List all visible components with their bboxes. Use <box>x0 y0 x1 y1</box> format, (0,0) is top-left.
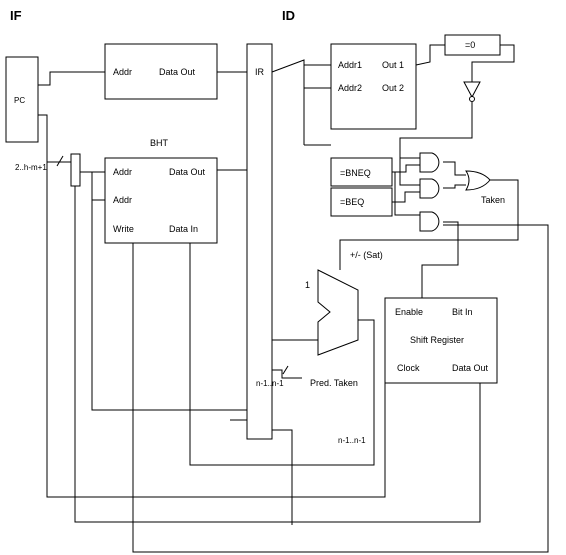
regfile-addr1-label: Addr1 <box>338 60 362 70</box>
instruction-register <box>246 43 273 440</box>
bht-addr2-label: Addr <box>113 195 132 205</box>
regfile-out1-label: Out 1 <box>382 60 404 70</box>
stage-if-label: IF <box>10 8 22 23</box>
shift-clock-label: Clock <box>397 363 420 373</box>
zero-comparator <box>444 34 501 56</box>
beq-label: =BEQ <box>340 197 364 207</box>
stage-id-label: ID <box>282 8 295 23</box>
or-gate <box>465 170 491 191</box>
beq-comparator <box>330 187 393 217</box>
shift-data-out-label: Data Out <box>452 363 489 373</box>
pc-label: PC <box>14 96 25 105</box>
nbits-top-label: n-1..n-1 <box>256 379 284 388</box>
bneq-comparator <box>330 157 393 187</box>
branch-history-table <box>104 157 218 244</box>
and-gate-3 <box>419 211 440 232</box>
shift-bit-in-label: Bit In <box>452 307 473 317</box>
imem-addr-label: Addr <box>113 67 132 77</box>
inverter-gate <box>463 81 481 102</box>
regfile-addr2-label: Addr2 <box>338 83 362 93</box>
nbits-bottom-label: n-1..n-1 <box>338 436 366 445</box>
shift-register <box>384 297 498 384</box>
bneq-label: =BNEQ <box>340 168 371 178</box>
and-gate-2 <box>419 178 440 199</box>
imem-data-out-label: Data Out <box>159 67 196 77</box>
sat-label: +/- (Sat) <box>350 250 383 260</box>
zero-comparator-label: =0 <box>465 40 475 50</box>
bits-slash <box>56 155 64 167</box>
bit-select-latch <box>70 153 81 187</box>
shift-register-title: Shift Register <box>410 335 464 345</box>
instruction-memory <box>104 43 218 100</box>
bht-data-in-label: Data In <box>169 224 198 234</box>
bht-addr1-label: Addr <box>113 167 132 177</box>
shift-enable-label: Enable <box>395 307 423 317</box>
bht-write-label: Write <box>113 224 134 234</box>
pc-register <box>5 56 39 143</box>
bht-data-out-label: Data Out <box>169 167 206 177</box>
and-gate-1 <box>419 152 440 173</box>
register-file <box>330 43 417 130</box>
saturating-counter-adder <box>317 269 359 356</box>
bits-label: 2..h-m+1 <box>15 163 47 172</box>
adder-label: 1 <box>305 280 310 290</box>
ir-label: IR <box>255 67 265 77</box>
regfile-out2-label: Out 2 <box>382 83 404 93</box>
taken-label: Taken <box>481 195 505 205</box>
pred-taken-label: Pred. Taken <box>310 378 358 388</box>
nbits-top-slash <box>282 365 289 375</box>
bht-title: BHT <box>150 138 169 148</box>
